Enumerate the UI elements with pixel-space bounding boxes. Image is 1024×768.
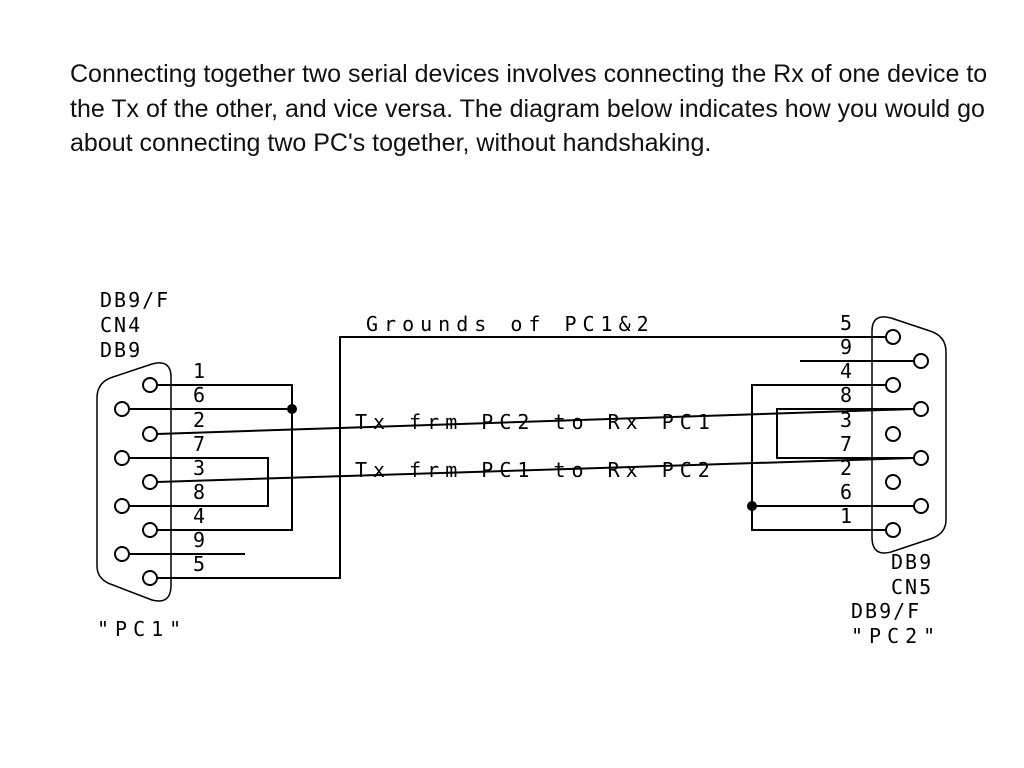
pc2-pin-number: 9 [840, 335, 854, 359]
pc1-pin-number: 9 [193, 528, 207, 552]
pc2-pin-9-hole [913, 353, 929, 369]
pc2-label-3: DB9/F [851, 599, 921, 623]
ground-wire-label: Grounds of PC1&2 [366, 312, 655, 336]
pc1-label-3: DB9 [100, 338, 142, 362]
pc2-pin-number: 7 [840, 432, 854, 456]
crossover-wiring [156, 336, 915, 579]
tx-pc1-to-rx-pc2-wire [156, 457, 915, 483]
pc1-pin-number: 7 [193, 432, 207, 456]
pc2-junction-dot [747, 501, 757, 511]
pc1-pin-number: 5 [193, 552, 207, 576]
pc1-pin-number: 3 [193, 456, 207, 480]
pc2-connector-shell [871, 316, 947, 554]
pc1-pin-number: 1 [193, 359, 207, 383]
pc2-pin-number: 4 [840, 359, 854, 383]
pc1-pin-3-hole [142, 474, 158, 490]
pc1-wiring [129, 384, 297, 555]
pc2-label-2: CN5 [891, 575, 933, 599]
pc2-pin-5-hole [885, 329, 901, 345]
pc1-pin-number: 4 [193, 504, 207, 528]
pc1-pin-2-hole [142, 426, 158, 442]
pc1-pin-number: 6 [193, 383, 207, 407]
pc2-pin-number: 5 [840, 311, 854, 335]
ground-wire [157, 336, 886, 579]
pc2-pin-7-hole [913, 450, 929, 466]
tx-pc2-to-rx-pc1-wire [156, 408, 915, 435]
pc2-pin-4-hole [885, 377, 901, 393]
pc1-pin-8-hole [114, 498, 130, 514]
pc2-pin-1-hole [885, 522, 901, 538]
pc2-pin4-loop-wire [751, 384, 886, 531]
pc1-junction-dot [287, 404, 297, 414]
pc2-label-1: DB9 [891, 550, 933, 574]
pc1-pin1-loop-wire [157, 384, 293, 531]
pc1-caption: "PC1" [97, 617, 187, 641]
pc1-pin-4-hole [142, 522, 158, 538]
pc2-pin-number: 2 [840, 456, 854, 480]
tx-pc2-wire-label: Tx frm PC2 to Rx PC1 [355, 410, 716, 434]
pc2-pin8-pin7-loop-wire [776, 408, 914, 459]
pc1-connector-shell [96, 362, 172, 602]
pc2-wiring [747, 360, 914, 531]
pc2-pin-number: 8 [840, 383, 854, 407]
tx-pc1-wire-label: Tx frm PC1 to Rx PC2 [355, 458, 716, 482]
pc1-pin-5-hole [142, 570, 158, 586]
pc2-pin-number: 1 [840, 504, 854, 528]
pc2-pin-6-hole [913, 498, 929, 514]
intro-paragraph: Connecting together two serial devices i… [70, 60, 988, 157]
pc2-pin-number: 3 [840, 408, 854, 432]
pc1-pin-9-hole [114, 546, 130, 562]
pc2-pin-3-hole [885, 426, 901, 442]
pc2-caption: "PC2" [851, 624, 941, 648]
pc2-connector [871, 316, 947, 554]
pc1-pin-7-hole [114, 450, 130, 466]
pc1-connector [96, 362, 172, 602]
pc1-pin-1-hole [142, 377, 158, 393]
pc2-pin-2-hole [885, 474, 901, 490]
pc1-label-1: DB9/F [100, 288, 170, 312]
pc1-label-2: CN4 [100, 313, 142, 337]
pc2-pin-number: 6 [840, 480, 854, 504]
pc1-pin7-pin8-loop-wire [129, 457, 269, 507]
pc1-pin-6-hole [114, 401, 130, 417]
pc1-pin-number: 2 [193, 408, 207, 432]
pc2-pin-8-hole [913, 401, 929, 417]
pc1-pin-number: 8 [193, 480, 207, 504]
